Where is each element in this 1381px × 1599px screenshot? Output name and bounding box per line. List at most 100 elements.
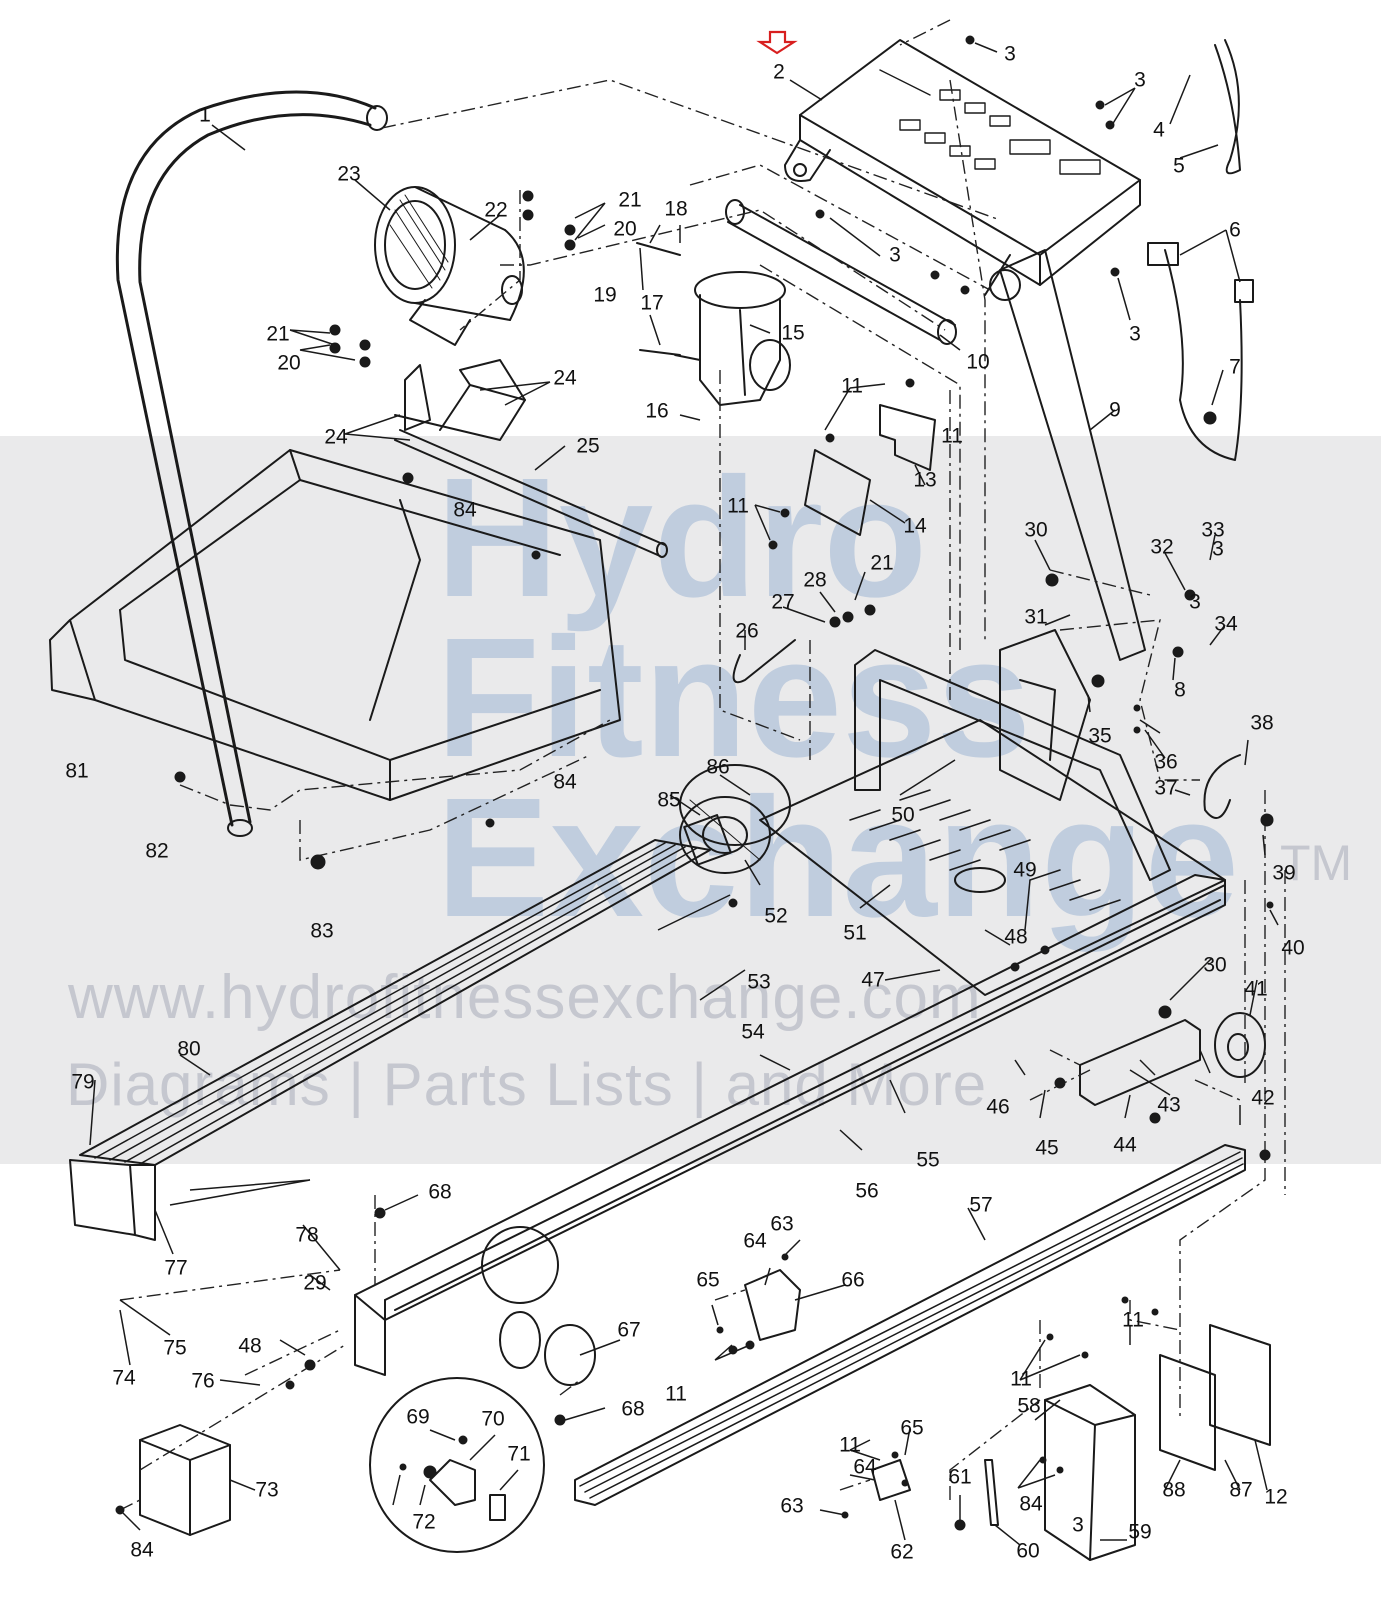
part-number-label: 17	[640, 291, 664, 315]
part-number-label: 84	[453, 498, 477, 522]
part-number-label: 22	[484, 198, 508, 222]
part-number-label: 11	[839, 1433, 861, 1457]
part-number-label: 19	[593, 283, 617, 307]
part-number-label: 21	[618, 188, 642, 212]
part-number-label: 39	[1272, 861, 1296, 885]
part-number-label: 63	[770, 1212, 794, 1236]
part-number-label: 54	[741, 1020, 765, 1044]
part-number-label: 51	[843, 921, 867, 945]
part-number-label: 83	[310, 919, 334, 943]
part-number-label: 3	[1212, 537, 1224, 561]
part-number-label: 30	[1203, 953, 1227, 977]
part-number-label: 65	[696, 1268, 720, 1292]
part-number-label: 23	[337, 162, 361, 186]
part-number-label: 87	[1229, 1478, 1253, 1502]
part-number-label: 20	[613, 217, 637, 241]
part-number-label: 10	[966, 350, 990, 374]
part-number-label: 48	[1004, 925, 1028, 949]
part-number-label: 25	[576, 434, 600, 458]
part-number-label: 3	[1189, 590, 1201, 614]
part-number-label: 8	[1174, 678, 1186, 702]
part-number-label: 9	[1109, 398, 1121, 422]
part-number-label: 37	[1154, 776, 1178, 800]
part-number-label: 20	[277, 351, 301, 375]
part-number-label: 3	[1129, 322, 1141, 346]
part-number-label: 74	[112, 1366, 136, 1390]
watermark-brand-line-1: Hydro	[436, 443, 928, 633]
part-number-label: 11	[1010, 1367, 1032, 1391]
part-number-label: 12	[1264, 1485, 1288, 1509]
part-number-label: 72	[412, 1510, 436, 1534]
part-number-label: 58	[1017, 1394, 1041, 1418]
part-number-label: 43	[1157, 1093, 1181, 1117]
part-number-label: 79	[71, 1070, 95, 1094]
part-number-label: 11	[841, 374, 863, 398]
part-number-label: 78	[295, 1223, 319, 1247]
part-number-label: 21	[266, 322, 290, 346]
part-number-label: 24	[553, 366, 577, 390]
part-number-label: 65	[900, 1416, 924, 1440]
part-number-label: 57	[969, 1193, 993, 1217]
part-number-label: 18	[664, 197, 688, 221]
part-number-label: 33	[1201, 518, 1225, 542]
part-number-label: 84	[1019, 1492, 1043, 1516]
part-number-label: 15	[781, 321, 805, 345]
part-number-label: 5	[1173, 154, 1185, 178]
part-number-label: 86	[706, 755, 730, 779]
part-number-label: 24	[324, 425, 348, 449]
part-number-label: 71	[507, 1442, 531, 1466]
part-number-label: 11	[941, 424, 963, 448]
part-number-label: 2	[773, 60, 785, 84]
part-number-label: 70	[481, 1407, 505, 1431]
part-number-label: 77	[164, 1256, 188, 1280]
part-number-label: 31	[1024, 605, 1048, 629]
part-number-label: 55	[916, 1148, 940, 1172]
part-number-label: 64	[853, 1455, 877, 1479]
part-number-label: 30	[1024, 518, 1048, 542]
part-number-label: 46	[986, 1095, 1010, 1119]
part-number-label: 35	[1088, 724, 1112, 748]
part-number-label: 88	[1162, 1478, 1186, 1502]
part-number-label: 7	[1229, 355, 1241, 379]
part-number-label: 84	[553, 770, 577, 794]
part-number-label: 52	[764, 904, 788, 928]
part-number-label: 49	[1013, 858, 1037, 882]
part-number-label: 21	[870, 551, 894, 575]
part-number-label: 3	[1072, 1513, 1084, 1537]
part-number-label: 34	[1214, 612, 1238, 636]
part-number-label: 73	[255, 1478, 279, 1502]
part-number-label: 67	[617, 1318, 641, 1342]
part-number-label: 26	[735, 619, 759, 643]
part-number-label: 29	[303, 1271, 327, 1295]
part-number-label: 64	[743, 1229, 767, 1253]
part-number-label: 11	[727, 494, 749, 518]
part-number-label: 16	[645, 399, 669, 423]
part-number-label: 82	[145, 839, 169, 863]
part-number-label: 53	[747, 970, 771, 994]
part-number-label: 80	[177, 1037, 201, 1061]
part-number-label: 3	[889, 243, 901, 267]
part-number-label: 3	[1134, 68, 1146, 92]
part-number-label: 62	[890, 1540, 914, 1564]
part-number-label: 32	[1150, 535, 1174, 559]
watermark-tagline: Diagrams | Parts Lists | and More	[66, 1051, 988, 1118]
part-number-label: 85	[657, 788, 681, 812]
part-number-label: 59	[1128, 1520, 1152, 1544]
part-number-label: 69	[406, 1405, 430, 1429]
part-number-label: 4	[1153, 118, 1165, 142]
part-number-label: 11	[1122, 1308, 1144, 1332]
part-number-label: 50	[891, 803, 915, 827]
part-number-label: 84	[130, 1538, 154, 1562]
part-number-label: 36	[1154, 750, 1178, 774]
watermark-trademark: TM	[1280, 835, 1353, 891]
part-number-label: 47	[861, 968, 885, 992]
highlight-arrow-icon	[756, 30, 798, 55]
watermark-url: www.hydrofitnessexchange.com	[68, 963, 982, 1032]
part-number-label: 42	[1251, 1086, 1275, 1110]
part-number-label: 45	[1035, 1136, 1059, 1160]
part-number-label: 27	[771, 590, 795, 614]
part-number-label: 63	[780, 1494, 804, 1518]
part-number-label: 6	[1229, 218, 1241, 242]
